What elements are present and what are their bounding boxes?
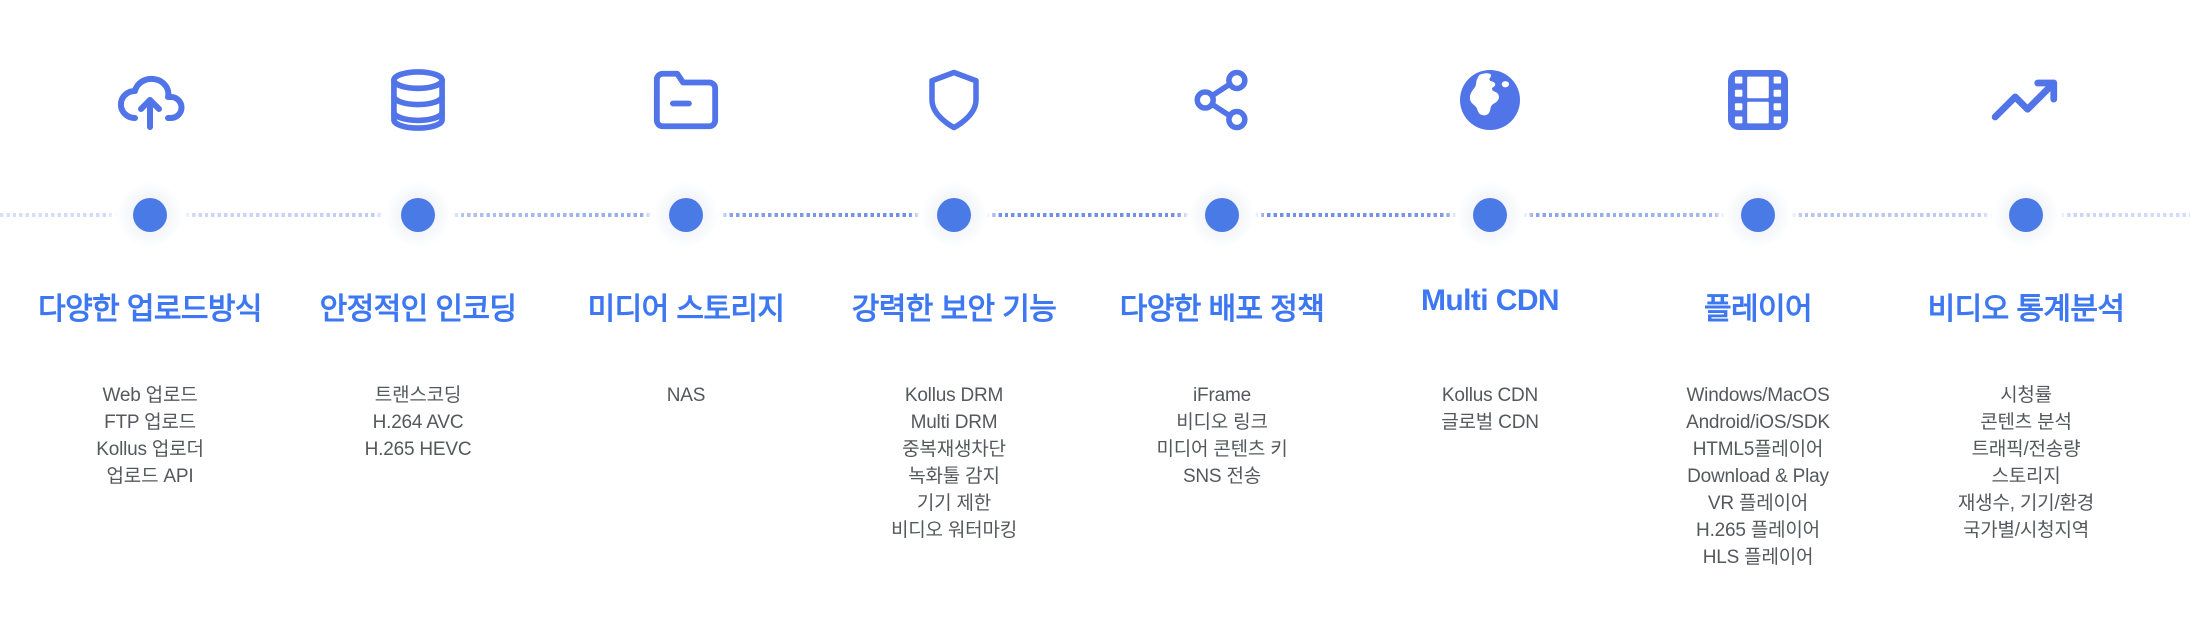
film-icon — [1722, 64, 1794, 136]
timeline-step: 플레이어 Windows/MacOS Android/iOS/SDK HTML5플레… — [1624, 0, 1892, 628]
timeline-step: Multi CDN Kollus CDN 글로벌 CDN — [1356, 0, 1624, 628]
step-item: 비디오 워터마킹 — [890, 520, 1018, 541]
step-item: Windows/MacOS — [1686, 385, 1830, 406]
cloud-upload-icon — [114, 64, 186, 136]
share-icon — [1189, 67, 1255, 133]
step-item: Download & Play — [1687, 466, 1829, 487]
timeline-dot — [1741, 198, 1775, 232]
globe-icon — [1454, 64, 1526, 136]
step-title: 미디어 스토리지 — [587, 293, 785, 326]
step-items: 트랜스코딩 H.264 AVC H.265 HEVC — [250, 382, 586, 463]
folder-minus-icon — [651, 65, 721, 135]
step-items: Windows/MacOS Android/iOS/SDK HTML5플레이어 Dow… — [1590, 382, 1926, 571]
step-item: Kollus CDN — [1441, 385, 1539, 406]
timeline-dot — [2009, 198, 2043, 232]
step-item: H.265 플레이어 — [1696, 520, 1820, 541]
step-item: Kollus DRM — [904, 385, 1004, 406]
step-item: 글로벌 CDN — [1441, 412, 1539, 433]
timeline-dot — [1473, 198, 1507, 232]
step-item: Android/iOS/SDK — [1686, 412, 1830, 433]
step-title: Multi CDN — [1421, 284, 1560, 317]
step-item: 국가별/시청지역 — [1962, 520, 2090, 541]
step-icon-box — [1892, 58, 2160, 142]
step-item: 재생수, 기기/환경 — [1957, 493, 2095, 514]
step-item: 미디어 콘텐츠 키 — [1156, 439, 1288, 460]
step-dot-box — [284, 158, 552, 272]
step-item: 시청률 — [2000, 385, 2052, 406]
timeline-step: 미디어 스토리지 NAS — [552, 0, 820, 628]
timeline-dot — [669, 198, 703, 232]
step-item: HLS 플레이어 — [1702, 547, 1814, 568]
step-icon-box — [820, 58, 1088, 142]
step-icon-box — [1624, 58, 1892, 142]
step-title: 비디오 통계분석 — [1927, 293, 2125, 326]
step-dot-box — [820, 158, 1088, 272]
timeline-dot — [1205, 198, 1239, 232]
step-item: 업로드 API — [106, 466, 194, 487]
step-dot-box — [1088, 158, 1356, 272]
step-item: 콘텐츠 분석 — [1980, 412, 2072, 433]
step-items: Kollus CDN 글로벌 CDN — [1322, 382, 1658, 436]
step-dot-box — [1356, 158, 1624, 272]
timeline-step: 안정적인 인코딩 트랜스코딩 H.264 AVC H.265 HEVC — [284, 0, 552, 628]
step-item: Web 업로드 — [102, 385, 198, 406]
timeline-dot — [401, 198, 435, 232]
step-title: 강력한 보안 기능 — [851, 293, 1057, 326]
step-item: NAS — [666, 385, 706, 406]
timeline-dot — [937, 198, 971, 232]
step-item: iFrame — [1193, 385, 1251, 406]
database-icon — [384, 66, 452, 134]
step-title: 다양한 배포 정책 — [1119, 293, 1325, 326]
step-icon-box — [552, 58, 820, 142]
step-item: H.264 AVC — [372, 412, 464, 433]
step-icon-box — [1356, 58, 1624, 142]
step-item: 비디오 링크 — [1176, 412, 1268, 433]
step-item: Kollus 업로더 — [96, 439, 204, 460]
step-icon-box — [1088, 58, 1356, 142]
step-dot-box — [1624, 158, 1892, 272]
step-item: 트랜스코딩 — [374, 385, 462, 406]
step-dot-box — [552, 158, 820, 272]
step-item: 중복재생차단 — [902, 439, 1006, 460]
step-item: Multi DRM — [910, 412, 998, 433]
shield-icon — [921, 67, 987, 133]
step-item: 기기 제한 — [916, 493, 992, 514]
step-item: 스토리지 — [1991, 466, 2061, 487]
step-item: 녹화툴 감지 — [908, 466, 1000, 487]
timeline-dot — [133, 198, 167, 232]
step-item: SNS 전송 — [1182, 466, 1262, 487]
step-dot-box — [1892, 158, 2160, 272]
step-item: H.265 HEVC — [364, 439, 472, 460]
trending-up-icon — [1989, 63, 2063, 137]
step-icon-box — [16, 58, 284, 142]
step-items: NAS — [518, 382, 854, 409]
step-item: 트래픽/전송량 — [1971, 439, 2081, 460]
step-title: 다양한 업로드방식 — [38, 293, 262, 326]
step-title: 안정적인 인코딩 — [319, 293, 517, 326]
step-dot-box — [16, 158, 284, 272]
step-icon-box — [284, 58, 552, 142]
step-item: FTP 업로드 — [104, 412, 196, 433]
step-item: VR 플레이어 — [1707, 493, 1809, 514]
step-title: 플레이어 — [1704, 293, 1813, 326]
step-item: HTML5플레이어 — [1692, 439, 1824, 460]
